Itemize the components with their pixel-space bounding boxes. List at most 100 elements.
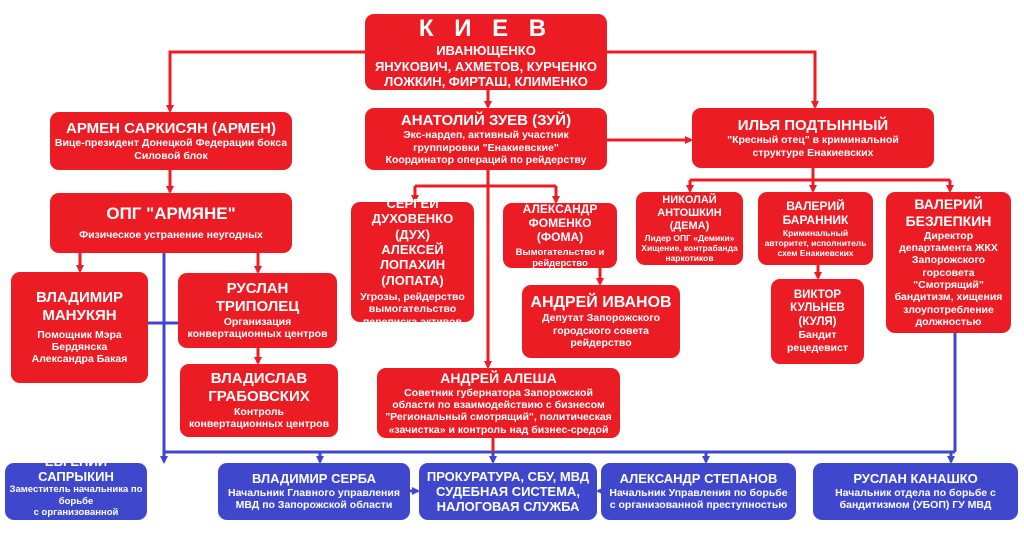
node-name: ВАЛЕРИЙ: [786, 199, 845, 214]
node-line: переписка активов: [363, 315, 462, 328]
node-line: конвертационных центров: [188, 418, 330, 431]
node-prokuratura: ПРОКУРАТУРА, СБУ, МВД СУДЕБНАЯ СИСТЕМА, …: [419, 463, 597, 520]
node-line: должностью: [915, 316, 982, 329]
node-line: Физическое устранение неугодных: [79, 229, 263, 242]
node-line: бандитизмом (УБОП) ГУ МВД: [839, 499, 992, 512]
node-line: структуре Енакиевских: [752, 146, 874, 159]
node-name: РУСЛАН: [226, 280, 289, 298]
node-alesha: АНДРЕЙ АЛЕША Советник губернатора Запоро…: [377, 368, 620, 438]
node-name: ЕВГЕНИЙ САПРЫКИН: [38, 453, 114, 485]
node-name: ОПГ "АРМЯНЕ": [106, 204, 236, 224]
node-line: с организованной преступностью: [33, 506, 119, 530]
node-line: наркотиков: [665, 252, 714, 263]
node-line: СУДЕБНАЯ СИСТЕМА,: [436, 483, 580, 499]
node-line: Запорожского: [911, 254, 986, 267]
node-tripolec: РУСЛАН ТРИПОЛЕЦ Организация конвертацион…: [178, 273, 337, 348]
node-line: злоупотребление: [903, 303, 994, 316]
node-name: ДУХОВЕНКО (ДУХ): [371, 211, 454, 242]
node-line: Александра Бакая: [31, 353, 128, 366]
node-line: ИВАНЮЩЕНКО: [436, 43, 536, 59]
node-name: АНАТОЛИЙ ЗУЕВ (ЗУЙ): [400, 111, 572, 129]
node-line: группировки "Енакиевские": [413, 141, 559, 154]
node-line: Силовой блок: [134, 149, 208, 162]
node-ivanov: АНДРЕЙ ИВАНОВ Депутат Запорожского город…: [522, 285, 680, 358]
node-antoshkin: НИКОЛАЙ АНТОШКИН (ДЕМА) Лидер ОПГ «Демик…: [636, 192, 743, 265]
node-bezlepkin: ВАЛЕРИЙ БЕЗЛЕПКИН Директор департамента …: [886, 192, 1011, 333]
node-line: Контроль: [234, 405, 284, 418]
node-line: Хищение, контрабанда: [641, 242, 738, 253]
node-line: ЯНУКОВИЧ, АХМЕТОВ, КУРЧЕНКО: [374, 58, 598, 74]
node-name: МАНУКЯН: [42, 306, 117, 324]
node-line: рейдерство: [532, 257, 588, 269]
node-line: городского совета: [552, 324, 650, 337]
node-name: ВАЛЕРИЙ: [914, 196, 983, 213]
node-line: Советник губернатора Запорожской: [404, 386, 593, 399]
node-line: "Смотрящий": [913, 279, 984, 292]
node-name: АНДРЕЙ ИВАНОВ: [530, 293, 672, 311]
node-line: НАЛОГОВАЯ СЛУЖБА: [436, 499, 580, 515]
node-name: КУЛЬНЕВ: [790, 302, 845, 315]
node-barannik: ВАЛЕРИЙ БАРАННИК Криминальный авторитет,…: [758, 192, 873, 265]
node-kiev: К И Е В ИВАНЮЩЕНКО ЯНУКОВИЧ, АХМЕТОВ, КУ…: [365, 14, 607, 90]
node-line: Начальник Главного управления: [228, 486, 400, 499]
node-name: ТРИПОЛЕЦ: [215, 298, 300, 316]
node-name: (КУЛЯ): [798, 315, 837, 328]
node-line: ПРОКУРАТУРА, СБУ, МВД: [426, 468, 590, 484]
node-name: АЛЕКСАНДР: [522, 202, 598, 217]
node-line: департамента ЖКХ: [899, 241, 998, 254]
node-line: "Кресный отец" в криминальной: [727, 134, 899, 147]
node-serba: ВЛАДИМИР СЕРБА Начальник Главного управл…: [218, 463, 410, 520]
node-line: «зачистка» и контроль над бизнес-средой: [388, 423, 609, 436]
node-line: Бердянска: [51, 341, 108, 353]
node-manukyan: ВЛАДИМИР МАНУКЯН Помощник Мэра Бердянска…: [11, 272, 148, 383]
node-name: СЕРГЕЙ: [386, 195, 439, 211]
node-name: НИКОЛАЙ: [662, 194, 717, 207]
node-name: БАРАННИК: [782, 213, 849, 228]
node-line: Вице-президент Донецкой Федерации бокса: [54, 137, 288, 150]
node-name: (ЛОПАТА): [381, 272, 444, 288]
node-line: Организация: [223, 315, 292, 328]
node-line: Депутат Запорожского: [542, 312, 660, 325]
node-line: Экс-нардеп, активный участник: [403, 129, 569, 142]
node-armyane: ОПГ "АРМЯНЕ" Физическое устранение неуго…: [50, 193, 292, 253]
node-saprykin: ЕВГЕНИЙ САПРЫКИН Заместитель начальника …: [5, 454, 147, 529]
node-kanashko: РУСЛАН КАНАШКО Начальник отдела по борьб…: [813, 463, 1018, 520]
node-name: АНТОШКИН (ДЕМА): [657, 206, 722, 232]
node-duhovenko: СЕРГЕЙ ДУХОВЕНКО (ДУХ) АЛЕКСЕЙ ЛОПАХИН (…: [351, 196, 474, 328]
node-line: Координатор операций по рейдерству: [385, 154, 587, 167]
node-line: области по взаимодействию с бизнесом: [392, 398, 605, 411]
node-line: Начальник отдела по борьбе с: [835, 486, 996, 499]
node-podtynny: ИЛЬЯ ПОДТЫННЫЙ "Кресный отец" в криминал…: [692, 108, 934, 168]
node-line: схем Енакиевских: [777, 247, 854, 258]
node-name: ВИКТОР: [793, 288, 842, 301]
node-name: ГРАБОВСКИХ: [208, 388, 310, 406]
node-title: К И Е В: [418, 14, 554, 42]
node-name: АНДРЕЙ АЛЕША: [440, 370, 557, 386]
node-name: АЛЕКСАНДР СТЕПАНОВ: [619, 471, 778, 487]
node-line: Вымогательство и: [515, 246, 605, 258]
node-name: ИЛЬЯ ПОДТЫННЫЙ: [737, 116, 889, 134]
node-line: Заместитель начальника по борьбе: [9, 484, 143, 507]
node-name: АРМЕН САРКИСЯН (АРМЕН): [66, 119, 276, 137]
node-line: Директор: [923, 229, 974, 242]
node-line: бандитизм, хищения: [894, 291, 1003, 304]
node-line: Угрозы, рейдерство: [360, 290, 465, 303]
node-line: конвертационных центров: [187, 328, 328, 341]
node-name: БЕЗЛЕПКИН: [905, 213, 992, 229]
node-name: ВЛАДИМИР: [35, 289, 124, 307]
node-stepanov: АЛЕКСАНДР СТЕПАНОВ Начальник Управления …: [601, 463, 796, 520]
node-line: Бандит: [798, 329, 837, 342]
node-line: с организованной преступностью: [609, 499, 788, 512]
node-line: авторитет, исполнитель: [764, 237, 867, 248]
node-grabovskih: ВЛАДИСЛАВ ГРАБОВСКИХ Контроль конвертаци…: [180, 364, 338, 437]
node-line: вымогательство: [368, 303, 457, 316]
node-line: Начальник Управления по борьбе: [609, 486, 788, 499]
node-line: МВД по Запорожской области: [235, 499, 393, 512]
node-name: ФОМЕНКО (ФОМА): [528, 216, 592, 245]
node-name: ВЛАДИСЛАВ: [210, 370, 308, 388]
node-line: ЛОЖКИН, ФИРТАШ, КЛИМЕНКО: [384, 73, 588, 89]
node-kulnev: ВИКТОР КУЛЬНЕВ (КУЛЯ) Бандит рецедевист: [771, 279, 864, 364]
node-line: "Региональный смотрящий", политическая: [385, 411, 612, 424]
node-line: горсовета: [922, 266, 975, 279]
